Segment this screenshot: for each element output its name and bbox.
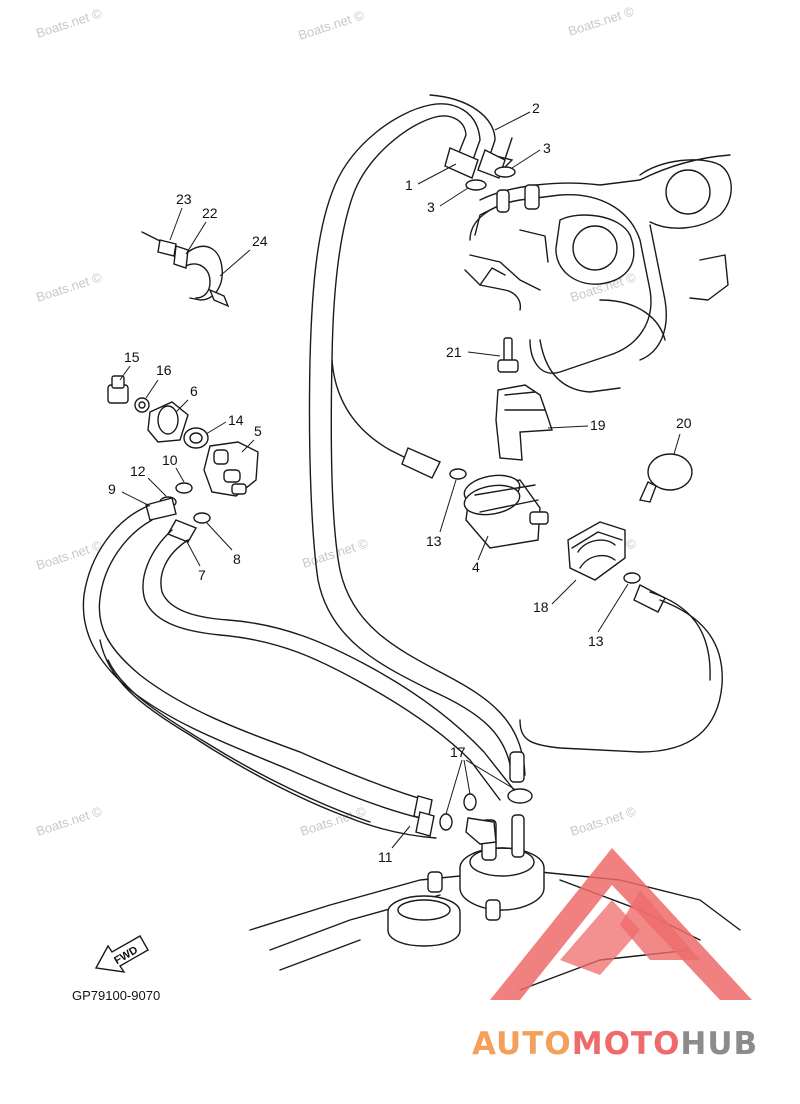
callout-20: 20	[676, 415, 692, 431]
filter-outlet-hose	[519, 572, 723, 753]
callout-22: 22	[202, 205, 218, 221]
hose-clip-17	[463, 793, 477, 811]
carburetor-assembly	[464, 154, 732, 393]
callout-13: 13	[426, 533, 442, 549]
screw-21	[497, 337, 519, 373]
watermark: Boats.net ©	[34, 5, 104, 40]
forward-arrow: FWD	[94, 935, 149, 973]
watermark: Boats.net ©	[568, 803, 638, 838]
callout-15: 15	[124, 349, 140, 365]
fuel-hose-7	[142, 519, 515, 801]
callout-8: 8	[233, 551, 241, 567]
callout-23: 23	[176, 191, 192, 207]
callout-4: 4	[472, 559, 480, 575]
callout-17: 17	[450, 744, 466, 760]
callout-19: 19	[590, 417, 606, 433]
automotohub-logo: AUTOMOTOHUB	[472, 848, 758, 1062]
logo-part-auto: AUTO	[472, 1026, 572, 1062]
callout-2: 2	[532, 100, 540, 116]
fuel-hose-11	[99, 639, 437, 839]
callout-14: 14	[228, 412, 244, 428]
callout-5: 5	[254, 423, 262, 439]
callout-18: 18	[533, 599, 549, 615]
logo-part-moto: MOTO	[572, 1026, 681, 1062]
diagram-code: GP79100-9070	[72, 988, 160, 1003]
watermark: Boats.net ©	[34, 803, 104, 838]
filter-bracket	[495, 384, 553, 461]
callout-12: 12	[130, 463, 146, 479]
callout-6: 6	[190, 383, 198, 399]
callout-1: 1	[405, 177, 413, 193]
tank-fittings	[387, 871, 501, 947]
callout-13: 13	[588, 633, 604, 649]
callouts: 1 2 3 3 4 5 6 7 8 9 10 11 12	[108, 100, 692, 865]
fuel-hose-1	[308, 103, 526, 781]
forward-arrow-label: FWD	[112, 944, 140, 967]
callout-7: 7	[198, 567, 206, 583]
fuel-pump	[459, 788, 545, 911]
callout-24: 24	[252, 233, 268, 249]
hose-end	[509, 751, 525, 783]
watermark: Boats.net ©	[34, 269, 104, 304]
fuel-cock-assembly	[107, 375, 259, 497]
logo-part-hub: HUB	[680, 1026, 758, 1062]
callout-9: 9	[108, 481, 116, 497]
hose-clip-3	[494, 166, 516, 178]
hose-clip-17	[439, 813, 453, 831]
callout-3: 3	[543, 140, 551, 156]
watermark: Boats.net ©	[566, 3, 636, 38]
filter-inlet-hose	[331, 359, 441, 479]
watermark: Boats.net ©	[34, 537, 104, 572]
logo-text: AUTOMOTOHUB	[472, 1026, 758, 1062]
callout-3: 3	[427, 199, 435, 215]
callout-11: 11	[378, 849, 393, 865]
hose-clip-8	[193, 512, 211, 524]
hose-end	[444, 147, 479, 179]
watermark: Boats.net ©	[296, 7, 366, 42]
strap-assembly	[141, 231, 230, 308]
fuel-hose-9	[82, 497, 433, 821]
hose-clip-3	[465, 179, 487, 191]
logo-triangle-mark	[490, 848, 752, 1000]
hose-clamp-13	[449, 468, 467, 480]
fuel-filter	[463, 474, 549, 549]
callout-10: 10	[162, 452, 178, 468]
filter-holder	[567, 521, 626, 581]
callout-16: 16	[156, 362, 172, 378]
callout-21: 21	[446, 344, 462, 360]
band-clamp-20	[639, 453, 693, 503]
hose-clip-10	[175, 482, 193, 494]
